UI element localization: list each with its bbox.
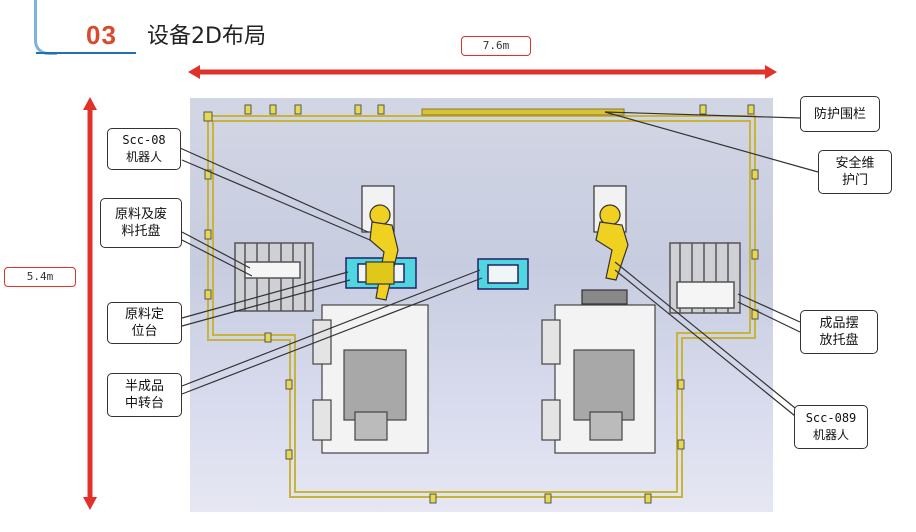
safety-door: [421, 108, 625, 116]
page-title: 设备2D布局: [147, 24, 266, 49]
header-underline: [36, 52, 136, 54]
fence-posts: [203, 104, 759, 504]
height-label: 5.4m: [4, 267, 76, 287]
safety-fence: [207, 115, 756, 498]
machine-right: [541, 304, 656, 454]
machine-left: [312, 304, 429, 454]
callout-raw-locator: 原料定 位台: [107, 302, 182, 344]
transfer-table: [477, 258, 529, 290]
callout-transfer-table: 半成品 中转台: [107, 373, 182, 417]
callout-robot-right: Scc-089 机器人: [794, 405, 868, 449]
callout-raw-tray: 原料及废 料托盘: [100, 198, 182, 248]
callout-door: 安全维 护门: [818, 150, 892, 194]
callout-fence: 防护围栏: [800, 96, 880, 132]
callout-finished-tray: 成品摆 放托盘: [800, 310, 878, 354]
robot-right: [581, 185, 629, 305]
section-number: 03: [86, 20, 117, 50]
callout-robot-left: Scc-08 机器人: [107, 128, 181, 170]
robot-left: [361, 185, 399, 301]
width-label: 7.6m: [461, 36, 531, 56]
finished-product-tray: [669, 242, 741, 314]
leader-lines: [179, 111, 819, 421]
